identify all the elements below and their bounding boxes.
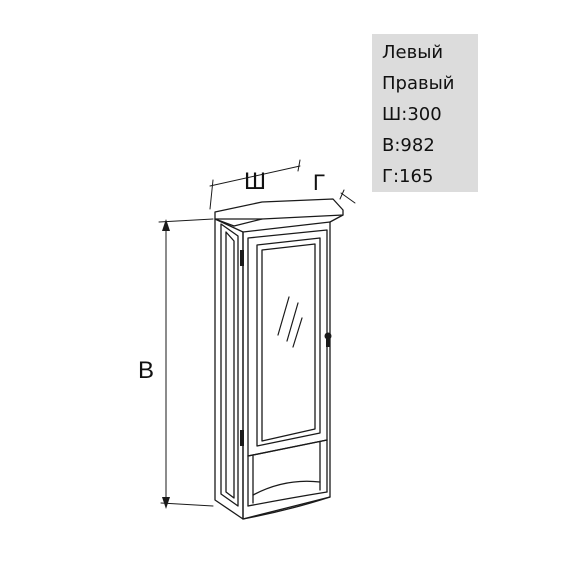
depth-label: Г: [313, 170, 325, 195]
height-dimension-line: [158, 218, 214, 507]
hinges: [240, 250, 244, 446]
cabinet-door: [247, 229, 328, 457]
width-label: Ш: [244, 168, 266, 195]
cabinet-side-panel: [214, 218, 244, 520]
mirror-glare: [277, 296, 303, 348]
spec-left: Левый: [382, 42, 444, 63]
cabinet-front-frame: [242, 221, 331, 520]
width-dimension-line: [209, 159, 301, 210]
height-arrowheads: [162, 219, 170, 509]
spec-right: Правый: [382, 73, 455, 94]
door-handle: [324, 332, 332, 347]
spec-depth: Г:165: [382, 166, 434, 187]
height-label: В: [138, 357, 154, 384]
cabinet-top: [214, 198, 344, 227]
spec-height: В:982: [382, 135, 435, 156]
open-shelf: [242, 439, 331, 520]
depth-dimension-line: [339, 189, 356, 204]
spec-panel: Левый Правый Ш:300 В:982 Г:165: [372, 34, 478, 192]
spec-width: Ш:300: [382, 104, 442, 125]
